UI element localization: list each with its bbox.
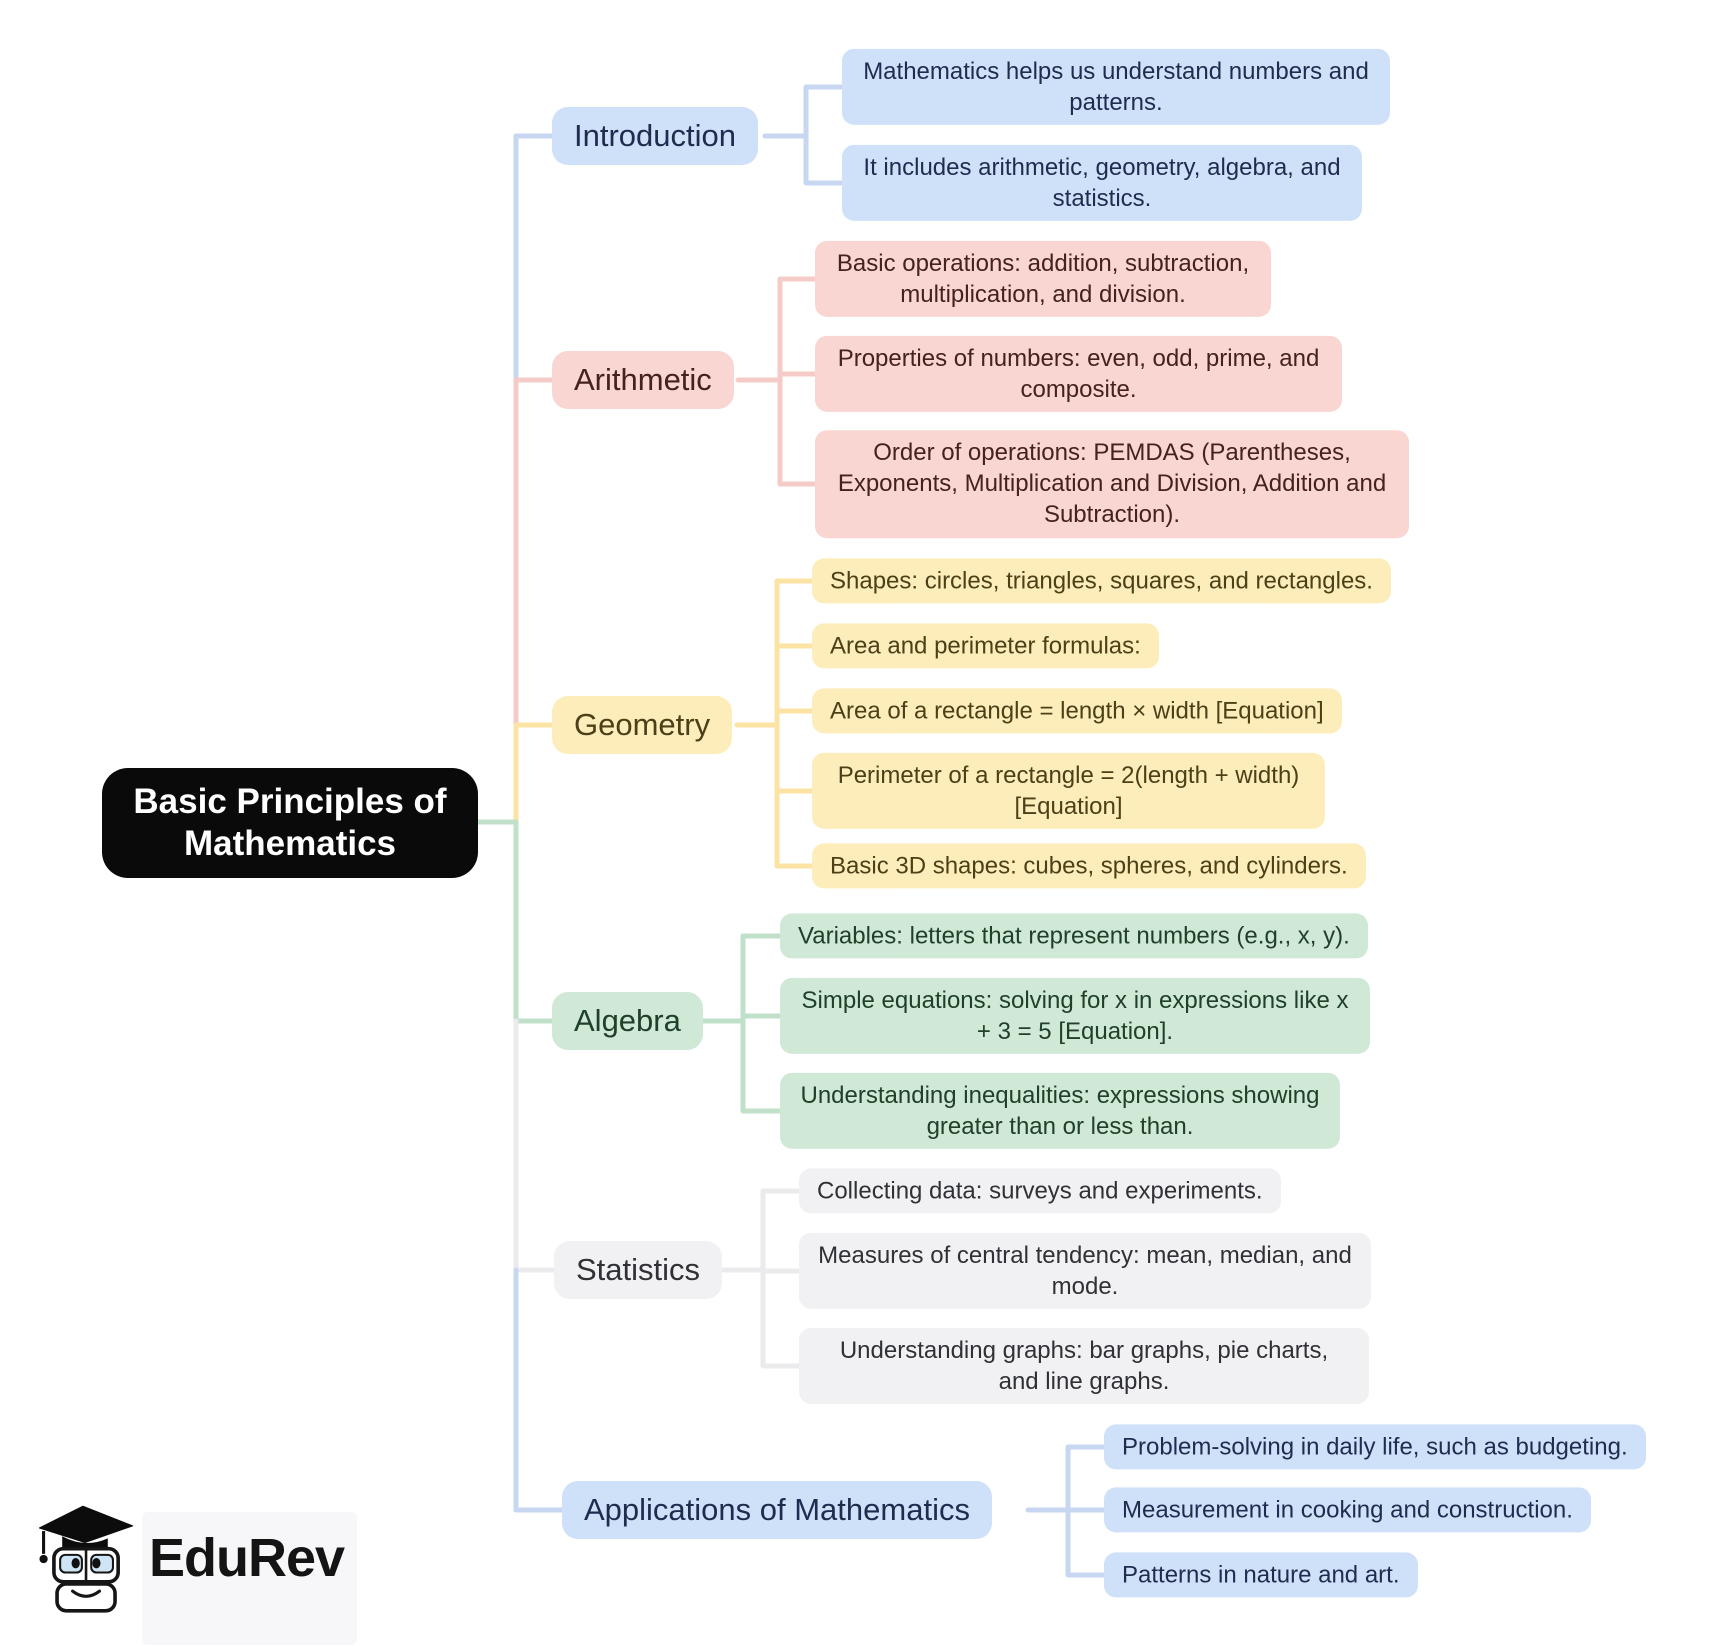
leaf-node: Shapes: circles, triangles, squares, and…	[812, 558, 1391, 604]
leaf-node: Basic operations: addition, subtraction,…	[815, 240, 1271, 318]
leaf-node: Measurement in cooking and construction.	[1104, 1487, 1591, 1533]
leaf-node: Measures of central tendency: mean, medi…	[799, 1232, 1371, 1310]
leaf-node: Mathematics helps us understand numbers …	[842, 48, 1390, 126]
leaf-node: Properties of numbers: even, odd, prime,…	[815, 335, 1342, 413]
branch-node-applications: Applications of Mathematics	[562, 1481, 992, 1539]
edurev-logo: EduRev	[33, 1500, 345, 1616]
edge-algebra	[475, 819, 783, 1114]
edurev-wordmark: EduRev	[149, 1528, 345, 1588]
leaf-node: Patterns in nature and art.	[1104, 1552, 1418, 1598]
edge-applications	[513, 1267, 1107, 1578]
root-node: Basic Principles of Mathematics	[102, 768, 478, 878]
leaf-node: Order of operations: PEMDAS (Parentheses…	[815, 430, 1409, 538]
leaf-node: Variables: letters that represent number…	[780, 913, 1368, 959]
edge-introduction	[513, 84, 845, 383]
leaf-node: Problem-solving in daily life, such as b…	[1104, 1424, 1646, 1470]
leaf-node: Area of a rectangle = length × width [Eq…	[812, 688, 1342, 734]
branch-node-geometry: Geometry	[552, 696, 733, 754]
leaf-node: Collecting data: surveys and experiments…	[799, 1168, 1281, 1214]
leaf-node: Perimeter of a rectangle = 2(length + wi…	[812, 752, 1325, 830]
edge-statistics	[513, 1018, 802, 1369]
leaf-node: Simple equations: solving for x in expre…	[780, 977, 1370, 1055]
edurev-mascot-icon	[38, 1505, 134, 1613]
edge-geometry	[513, 578, 815, 869]
branch-node-statistics: Statistics	[554, 1241, 723, 1299]
leaf-node: It includes arithmetic, geometry, algebr…	[842, 144, 1362, 222]
branch-node-introduction: Introduction	[552, 107, 758, 165]
leaf-node: Understanding graphs: bar graphs, pie ch…	[799, 1327, 1369, 1405]
leaf-node: Area and perimeter formulas:	[812, 623, 1159, 669]
logo-backdrop	[142, 1512, 357, 1645]
leaf-node: Understanding inequalities: expressions …	[780, 1072, 1340, 1150]
branch-node-algebra: Algebra	[552, 992, 703, 1050]
edge-arithmetic	[513, 276, 818, 728]
branch-node-arithmetic: Arithmetic	[552, 351, 734, 409]
leaf-node: Basic 3D shapes: cubes, spheres, and cyl…	[812, 843, 1366, 889]
